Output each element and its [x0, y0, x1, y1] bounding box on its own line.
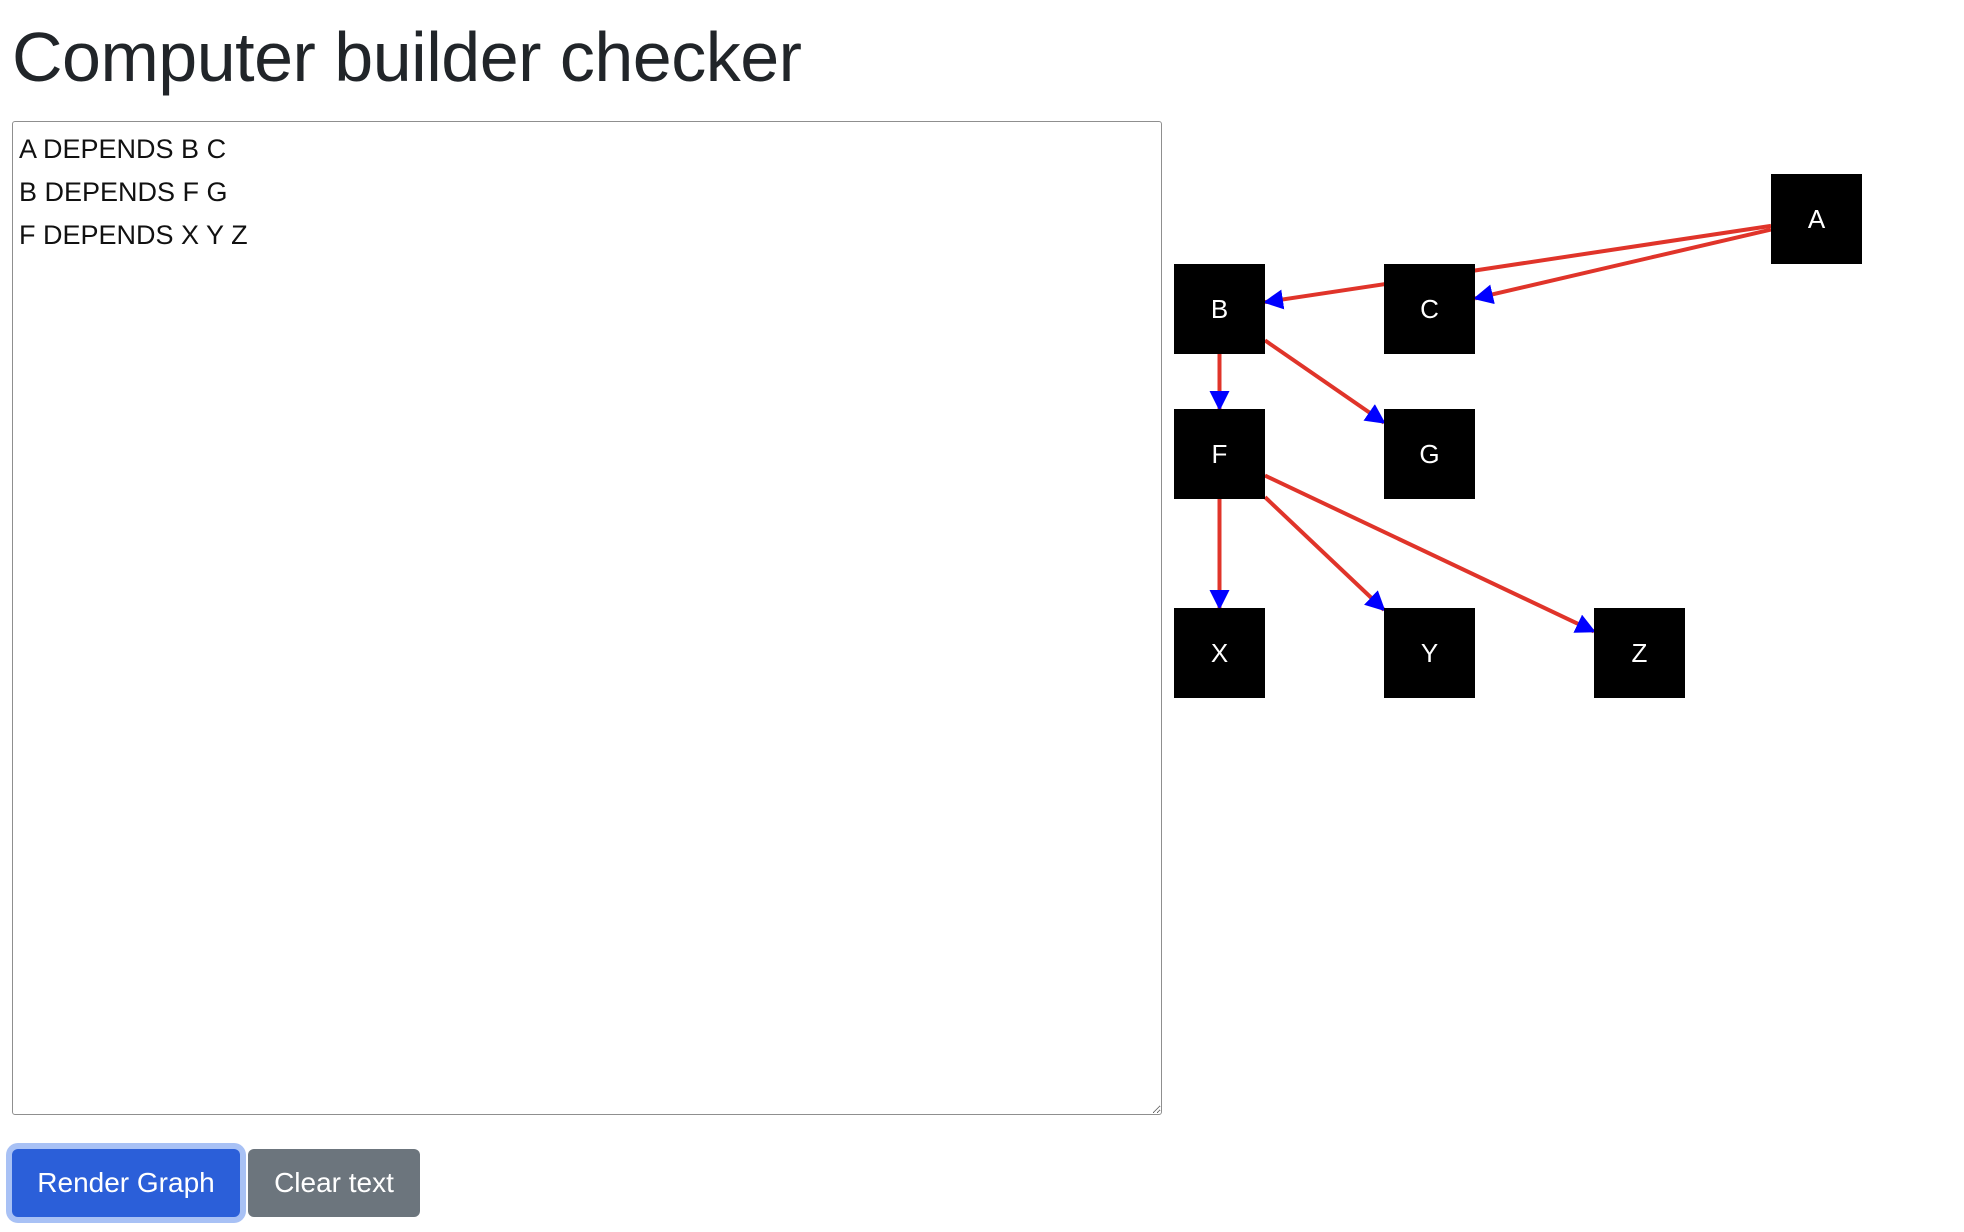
- edge-a-b: [1263, 223, 1772, 310]
- graph-node-c: C: [1384, 264, 1475, 354]
- graph-node-y: Y: [1384, 608, 1475, 698]
- graph-node-x: X: [1174, 608, 1265, 698]
- edge-f-y: [1263, 495, 1386, 612]
- graph-node-a: A: [1771, 174, 1862, 264]
- dependency-graph: A B C F G X Y Z: [1170, 140, 1964, 740]
- graph-edges-layer: [1209, 223, 1772, 634]
- graph-node-f: F: [1174, 409, 1265, 499]
- edge-f-z: [1264, 473, 1596, 634]
- button-row: Render Graph Clear text: [12, 1149, 420, 1217]
- graph-node-g: G: [1384, 409, 1475, 499]
- edge-a-c: [1473, 227, 1772, 305]
- dependency-textarea[interactable]: [12, 121, 1162, 1115]
- page-title: Computer builder checker: [12, 18, 802, 96]
- render-graph-button[interactable]: Render Graph: [12, 1149, 240, 1217]
- clear-text-button[interactable]: Clear text: [248, 1149, 420, 1217]
- edge-b-g: [1263, 338, 1386, 425]
- graph-node-b: B: [1174, 264, 1265, 354]
- editor-container: [12, 121, 1162, 1115]
- graph-node-z: Z: [1594, 608, 1685, 698]
